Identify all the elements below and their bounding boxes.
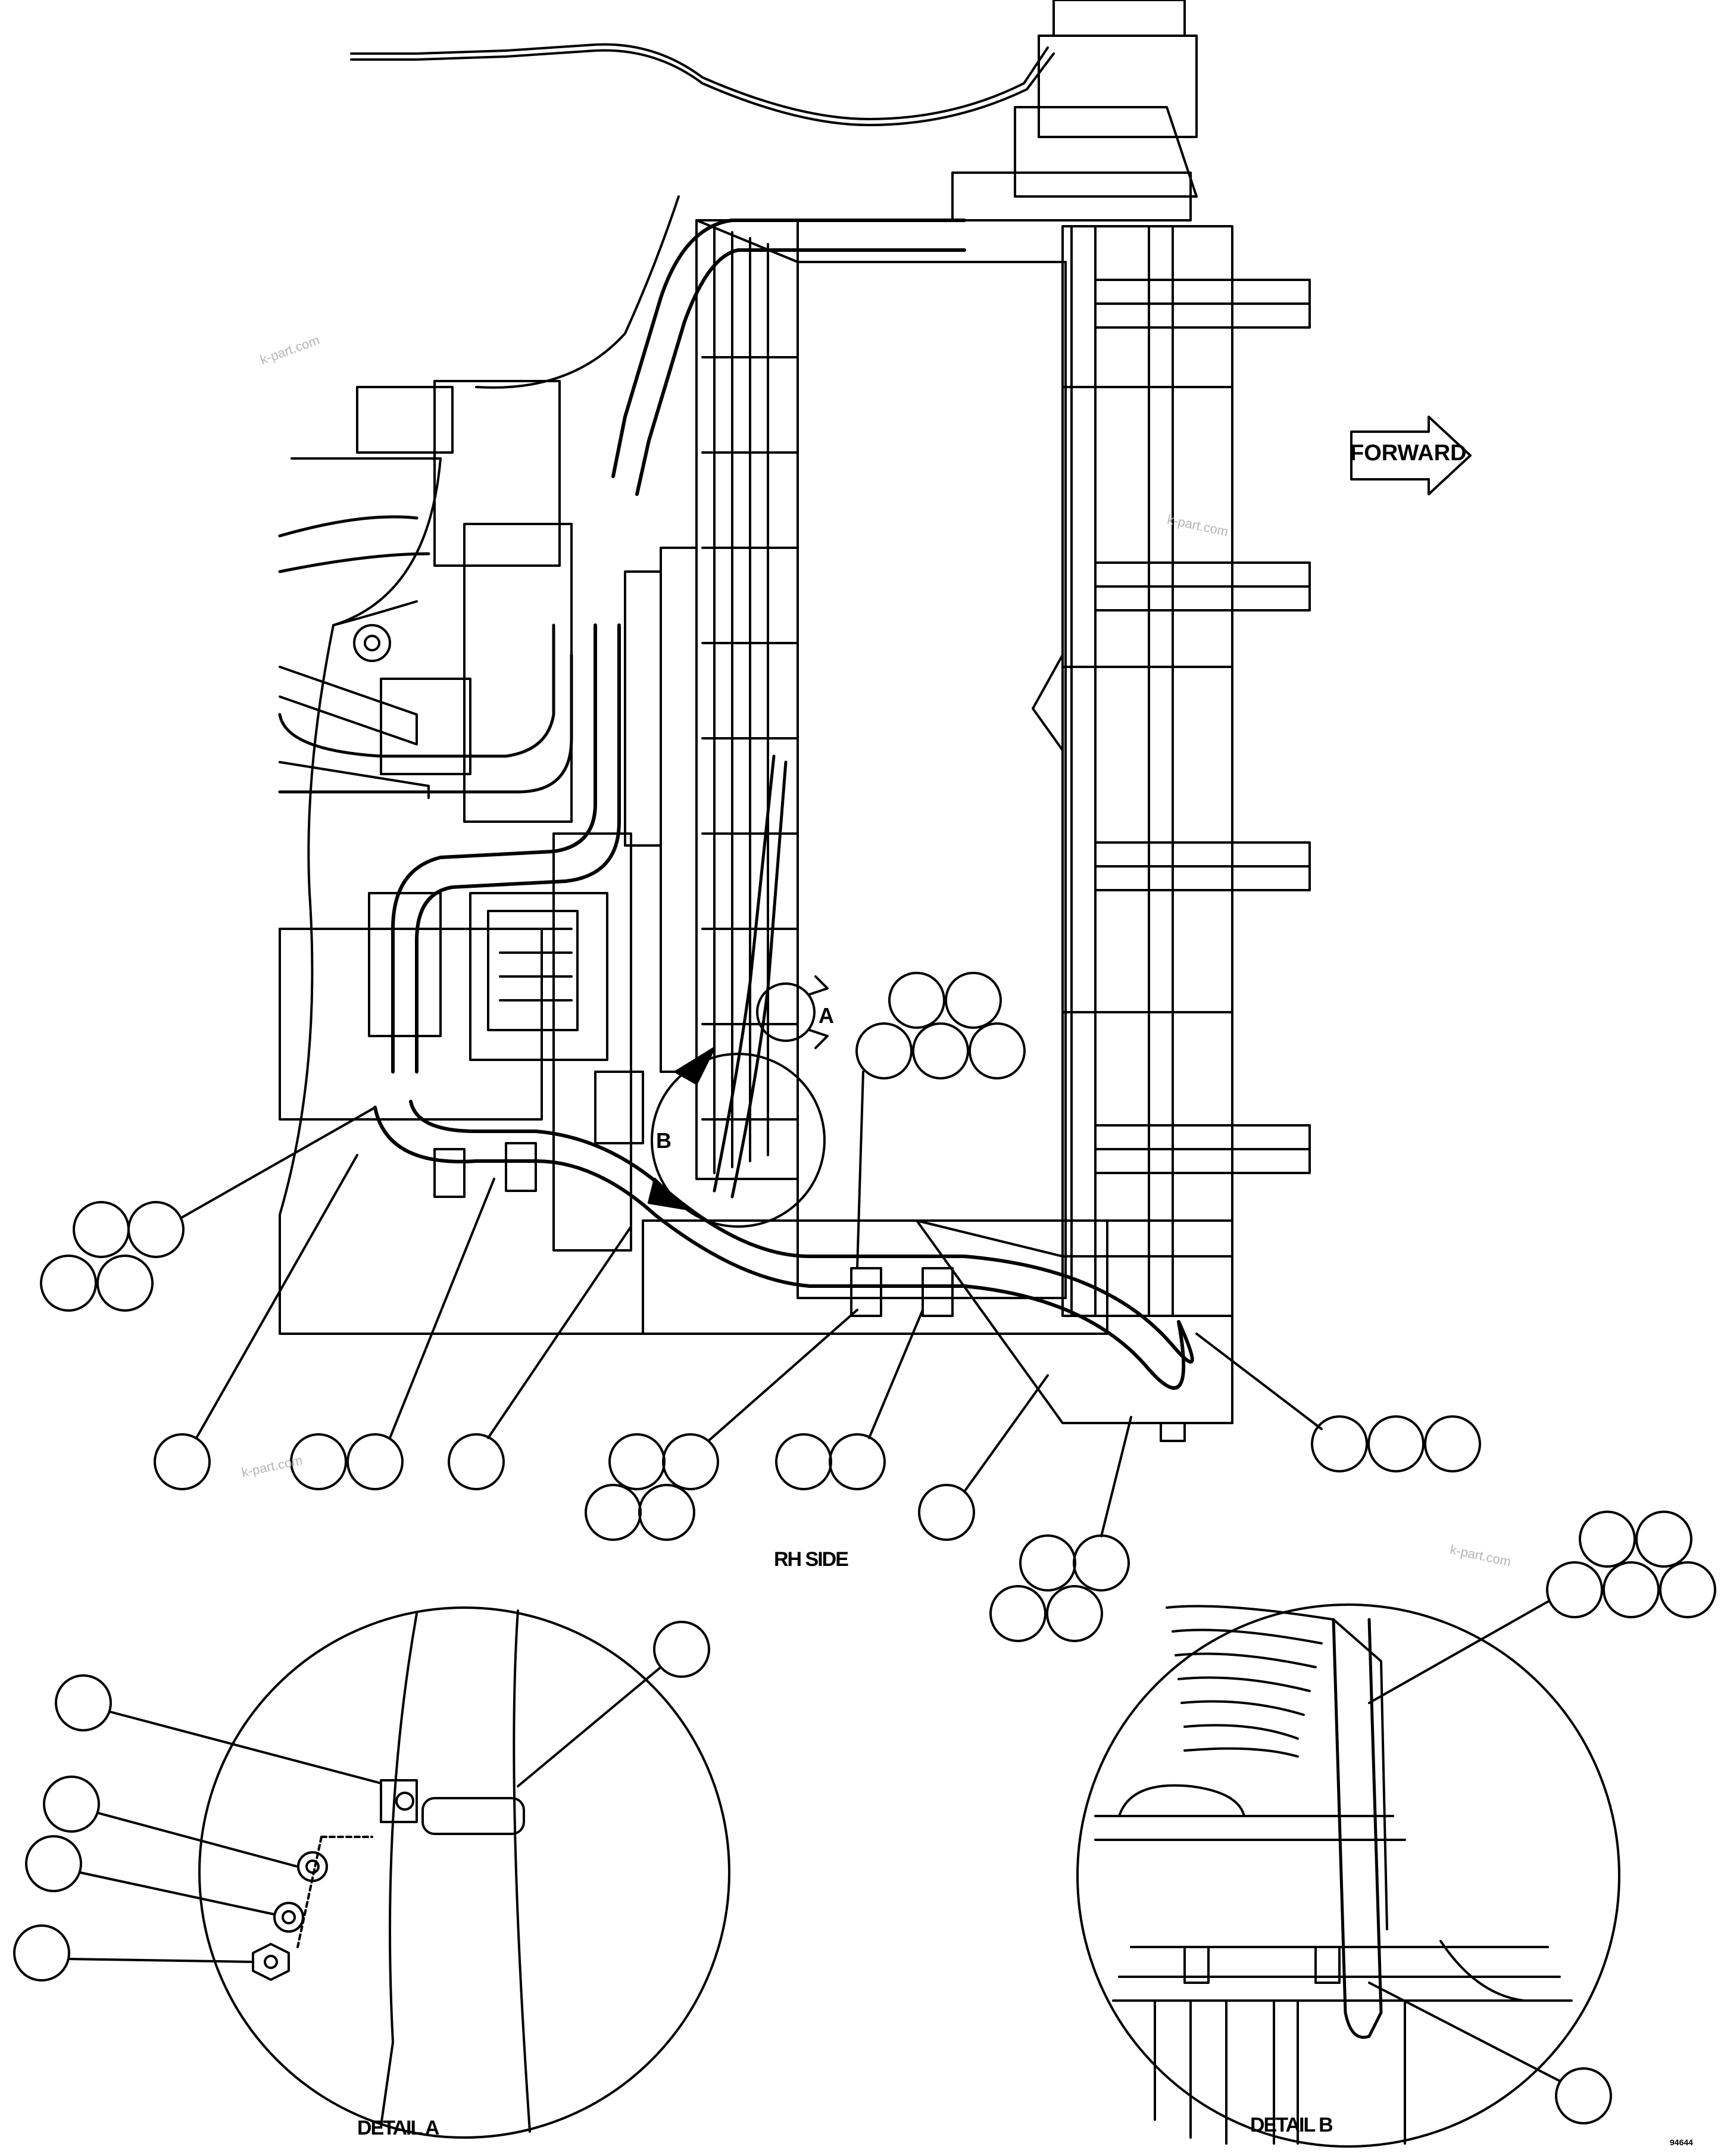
rh-side-caption: RH SIDE (774, 1548, 849, 1571)
detail-a-view (13, 1606, 730, 2139)
forward-arrow (1350, 416, 1472, 495)
detail-b-view (1076, 1600, 1620, 2148)
detail-b-caption: DETAIL B (1250, 2114, 1333, 2136)
detail-callouts (648, 975, 829, 1228)
radiator-frame (916, 0, 1311, 1442)
callout-bubbles (40, 972, 1716, 1642)
coolant-hoses (278, 43, 1194, 1390)
radiator-core (642, 219, 1108, 1335)
detail-b-callout (651, 1053, 826, 1228)
detail-b-marker: B (656, 1128, 671, 1153)
detail-a-marker: A (819, 1003, 834, 1028)
detail-a-callout (756, 982, 816, 1042)
forward-label: FORWARD (1350, 441, 1467, 466)
detail-a-caption: DETAIL A (357, 2117, 439, 2139)
engine-block (279, 380, 662, 1335)
drawing-number: 94644 (1670, 2138, 1693, 2147)
